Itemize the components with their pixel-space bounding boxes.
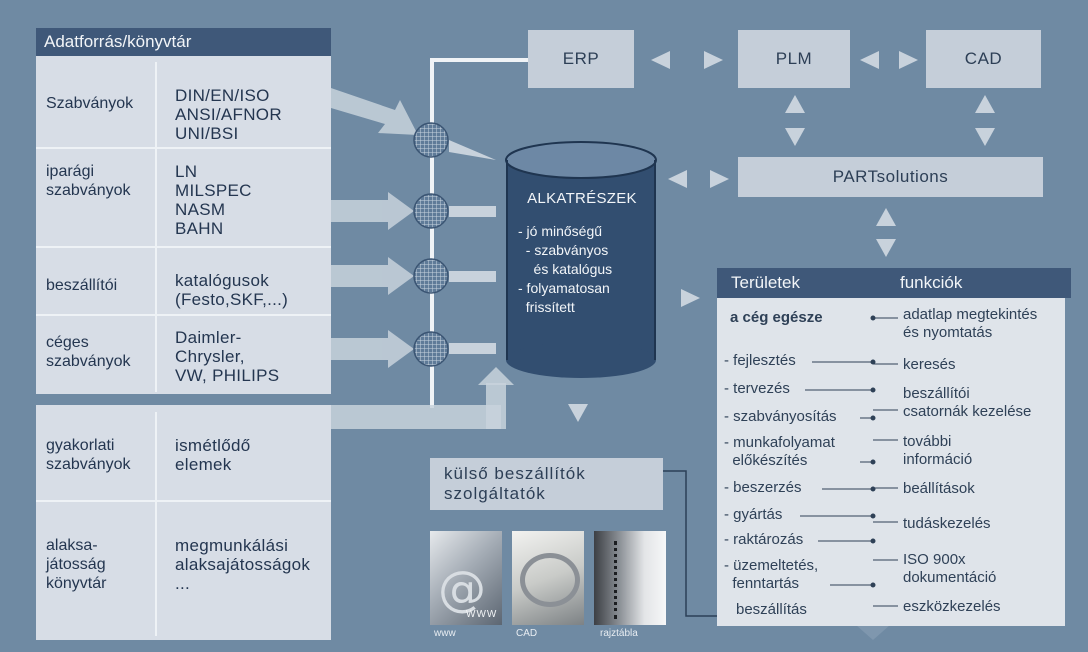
function-iso-documentation: ISO 900x dokumentáció bbox=[903, 551, 997, 586]
function-knowledge-management: tudáskezelés bbox=[903, 515, 991, 532]
row-separator bbox=[36, 147, 331, 149]
row-label-feature-library: alaksa- játosság könyvtár bbox=[46, 537, 107, 592]
area-supply: beszállítás bbox=[736, 601, 807, 618]
double-arrow-partsolutions-areas bbox=[876, 208, 896, 257]
row-label-industry-standards: iparági szabványok bbox=[46, 163, 131, 199]
lower-panel bbox=[36, 405, 331, 640]
lower-panel-flow-arrow bbox=[331, 367, 514, 429]
area-operation-maintenance: - üzemeltetés, fenntartás bbox=[724, 557, 819, 592]
binder-rings-icon bbox=[614, 541, 625, 619]
flow-arrow-company bbox=[331, 330, 414, 368]
double-arrow-erp-plm bbox=[651, 51, 723, 69]
database-items: - jó minőségű - szabványos és katalógus … bbox=[518, 223, 613, 315]
function-supplier-channels: beszállítói csatornák kezelése bbox=[903, 385, 1032, 420]
function-settings: beállítások bbox=[903, 480, 975, 497]
area-warehousing: - raktározás bbox=[724, 531, 804, 548]
whole-company-label: a cég egésze bbox=[730, 309, 823, 326]
erp-box: ERP bbox=[528, 30, 634, 88]
row-value-practical-standards: ismétlődő elemek bbox=[175, 436, 251, 474]
database-cylinder bbox=[505, 141, 657, 378]
connector-node bbox=[413, 122, 449, 158]
cad-image bbox=[512, 531, 584, 625]
area-manufacturing: - gyártás bbox=[724, 506, 783, 523]
source-panel-column-divider bbox=[155, 62, 157, 392]
www-overlay-text: WWW bbox=[466, 609, 498, 620]
area-process-preparation: - munkafolyamat előkészítés bbox=[724, 434, 835, 469]
arrow-database-down bbox=[568, 404, 588, 422]
connector-line-top bbox=[430, 58, 528, 408]
source-panel-header: Adatforrás/könyvtár bbox=[36, 28, 331, 56]
double-arrow-plm-cad bbox=[860, 51, 918, 69]
plm-box: PLM bbox=[738, 30, 850, 88]
external-suppliers-box: külső beszállítók szolgáltatók bbox=[430, 458, 663, 510]
row-separator bbox=[36, 314, 331, 316]
connector-node bbox=[413, 331, 449, 367]
source-panel bbox=[36, 28, 331, 394]
node-to-database-arrows bbox=[449, 140, 496, 354]
caption-www: www bbox=[434, 628, 456, 639]
function-search: keresés bbox=[903, 356, 956, 373]
arrow-database-to-areas bbox=[681, 289, 700, 307]
flow-arrow-industry bbox=[331, 192, 414, 230]
at-sign-icon: @ bbox=[438, 561, 486, 617]
area-procurement: - beszerzés bbox=[724, 479, 802, 496]
drawing-board-image bbox=[594, 531, 666, 625]
row-label-practical-standards: gyakorlati szabványok bbox=[46, 437, 131, 473]
cad-part-icon bbox=[520, 553, 580, 607]
flow-arrow-suppliers bbox=[331, 257, 414, 295]
function-datasheet-view-print: adatlap megtekintés és nyomtatás bbox=[903, 306, 1038, 341]
row-value-feature-library: megmunkálási alaksajátosságok ... bbox=[175, 536, 311, 593]
flow-arrow-standards bbox=[331, 88, 418, 135]
areas-header: Területek bbox=[717, 268, 1071, 298]
row-separator bbox=[36, 246, 331, 248]
www-image: @ WWW bbox=[430, 531, 502, 625]
partsolutions-box: PARTsolutions bbox=[738, 157, 1043, 197]
row-value-standards: DIN/EN/ISO ANSI/AFNOR UNI/BSI bbox=[175, 86, 282, 143]
row-value-company-standards: Daimler- Chrysler, VW, PHILIPS bbox=[175, 328, 280, 385]
area-development: - fejlesztés bbox=[724, 352, 796, 369]
function-more-info: további információ bbox=[903, 433, 973, 468]
row-separator bbox=[36, 500, 331, 502]
database-title: ALKATRÉSZEK bbox=[527, 190, 637, 207]
connector-node bbox=[413, 193, 449, 229]
functions-header: funkciók bbox=[900, 273, 963, 292]
lower-panel-column-divider bbox=[155, 412, 157, 636]
function-tool-management: eszközkezelés bbox=[903, 598, 1001, 615]
caption-cad: CAD bbox=[516, 628, 538, 639]
area-standardization: - szabványosítás bbox=[724, 408, 837, 425]
area-design: - tervezés bbox=[724, 380, 790, 397]
double-arrow-db-partsolutions bbox=[668, 170, 729, 188]
row-label-suppliers: beszállítói bbox=[46, 277, 118, 294]
row-value-suppliers: katalógusok (Festo,SKF,...) bbox=[175, 271, 289, 309]
double-arrow-plm-vertical bbox=[785, 95, 805, 146]
areas-functions-panel bbox=[717, 268, 1065, 626]
caption-drawing-board: rajztábla bbox=[600, 628, 638, 639]
row-label-company-standards: céges szabványok bbox=[46, 334, 131, 370]
connector-node bbox=[413, 258, 449, 294]
row-label-standards: Szabványok bbox=[46, 95, 134, 112]
row-value-industry-standards: LN MILSPEC NASM BAHN bbox=[175, 162, 252, 238]
cad-box: CAD bbox=[926, 30, 1041, 88]
double-arrow-cad-vertical bbox=[975, 95, 995, 146]
